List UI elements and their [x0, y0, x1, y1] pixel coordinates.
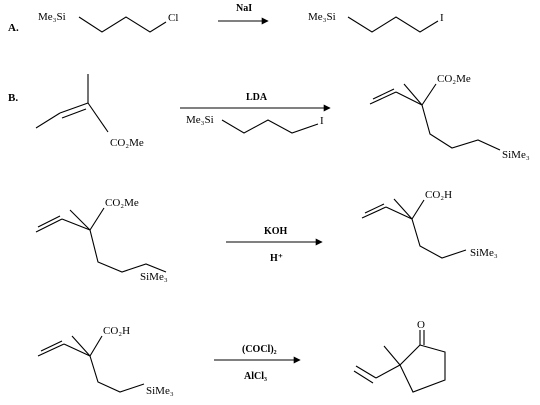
- cyclopentanone-ring: [399, 344, 446, 393]
- vinyl-double-bond-inner: [372, 88, 395, 100]
- propyl-chain: [78, 16, 167, 33]
- vinyl-bond: [395, 91, 423, 106]
- reactant-b3-acid: CO₂H SiMe₃: [37, 325, 174, 397]
- carbonyl-oxygen: O: [417, 319, 425, 331]
- part-b-label: B.: [8, 92, 18, 104]
- propyl-chain: [221, 119, 319, 134]
- ester-bond: [87, 102, 109, 133]
- vinyl-double-bond-inner: [37, 215, 61, 228]
- iodo-group: I: [440, 12, 444, 24]
- vinyl-bond: [61, 218, 91, 231]
- reagent-acid: H⁺: [270, 253, 283, 264]
- vinyl-double-bond: [355, 365, 377, 379]
- methyl-bond: [403, 83, 423, 106]
- acid-group: CO₂H: [103, 325, 130, 337]
- propyl-chain: [347, 16, 439, 33]
- alkene-bond-inner: [61, 108, 87, 119]
- ester-group: CO₂Me: [437, 73, 471, 85]
- propyl-chain: [89, 229, 167, 273]
- sime3-group: SiMe₃: [146, 385, 174, 397]
- acid-group: CO₂H: [425, 189, 452, 201]
- reagent-nai: NaI: [236, 3, 252, 14]
- vinyl-double-bond: [35, 218, 63, 233]
- iodo-group: I: [320, 115, 324, 127]
- vinyl-double-bond-inner: [353, 370, 374, 384]
- reagent-oxalyl-chloride: (COCl)₂: [242, 344, 277, 355]
- acid-bond: [89, 335, 103, 357]
- sime3-group: SiMe₃: [140, 271, 168, 283]
- vinyl-double-bond: [361, 206, 387, 219]
- propyl-chain: [411, 218, 467, 259]
- methyl-bond: [69, 209, 91, 231]
- chloro-group: Cl: [168, 12, 178, 24]
- product-b2-acid: CO₂H SiMe₃: [361, 189, 498, 259]
- vinyl-double-bond: [369, 91, 397, 105]
- methyl-bond: [35, 112, 61, 129]
- reagent-alcl3: AlCl₃: [244, 371, 267, 382]
- ester-bond: [421, 83, 437, 106]
- methyl-bond: [393, 198, 413, 220]
- vinyl-bond: [63, 343, 91, 357]
- reactant-b2-ester: CO₂Me SiMe₃: [35, 197, 168, 283]
- ester-bond: [89, 207, 105, 231]
- product-b3-ketone: O: [353, 319, 446, 393]
- vinyl-bond: [385, 206, 413, 220]
- vinyl-double-bond-inner: [40, 340, 63, 352]
- me3si-group: Me₃Si: [308, 11, 336, 23]
- reagent-iodide: Me₃Si I: [186, 114, 324, 134]
- reactant-b-ester: CO₂Me: [35, 74, 144, 149]
- reagent-lda: LDA: [246, 92, 268, 103]
- vinyl-double-bond-inner: [364, 203, 385, 214]
- acid-bond: [411, 199, 425, 220]
- sime3-group: SiMe₃: [470, 247, 498, 259]
- methyl-bond: [383, 345, 401, 366]
- product-b1-ester: CO₂Me SiMe₃: [369, 73, 530, 161]
- alkene-bond: [59, 102, 89, 114]
- ester-group: CO₂Me: [105, 197, 139, 209]
- me3si-group: Me₃Si: [38, 11, 66, 23]
- methyl-bond: [71, 335, 91, 357]
- ester-group: CO₂Me: [110, 137, 144, 149]
- vinyl-double-bond: [37, 343, 65, 357]
- sime3-group: SiMe₃: [502, 149, 530, 161]
- me3si-group: Me₃Si: [186, 114, 214, 126]
- vinyl-bond: [375, 364, 401, 379]
- reagent-koh: KOH: [264, 226, 288, 237]
- product-a-iodide: Me₃Si I: [308, 11, 444, 33]
- part-a-label: A.: [8, 22, 19, 34]
- reactant-a-chloride: Me₃Si Cl: [38, 11, 178, 33]
- propyl-chain: [89, 355, 145, 393]
- propyl-chain: [421, 104, 501, 151]
